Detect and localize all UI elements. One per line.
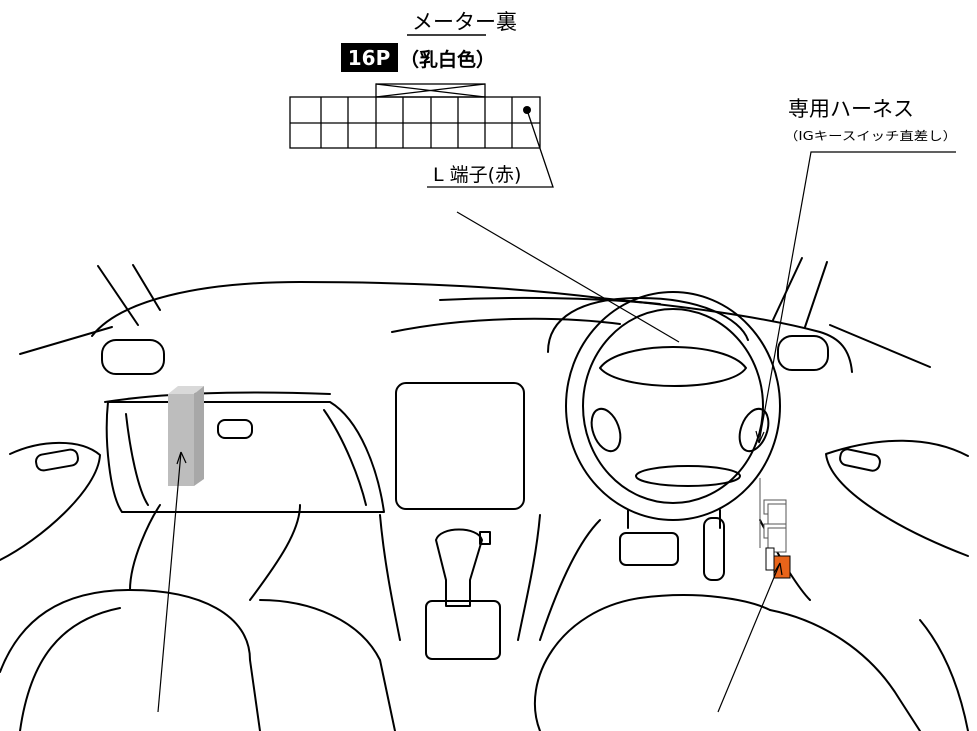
harness-note: （IGキースイッチ直差し）	[784, 129, 957, 143]
junction-connectors	[759, 478, 787, 553]
control-unit	[157, 386, 204, 713]
steering-hub	[599, 346, 747, 387]
meter-back-title: メーター裏	[412, 10, 517, 34]
right-spoke-button	[738, 407, 770, 453]
meter-back-section: メーター裏 16P （乳白色） L 端子(赤)	[289, 10, 680, 343]
harness-leader	[758, 151, 956, 444]
connector-tag-background	[341, 43, 398, 72]
meter-pointer-line	[456, 211, 680, 343]
left-seat-edge	[259, 599, 396, 731]
glovebox-handle	[217, 419, 253, 439]
right-window-line	[829, 324, 931, 368]
steering-wheel-outer	[565, 291, 781, 521]
right-door-handle	[839, 448, 881, 472]
harness-section: 専用ハーネス （IGキースイッチ直差し）	[755, 97, 957, 444]
left-seat	[0, 589, 261, 731]
shift-gate	[425, 600, 501, 660]
right-seat-outer	[919, 619, 969, 731]
left-spoke-button	[590, 407, 622, 453]
center-console-right	[517, 514, 541, 641]
right-door	[825, 439, 969, 557]
left-window-line	[19, 326, 113, 355]
glovebox-inner	[125, 409, 367, 506]
glovebox	[105, 401, 385, 513]
left-seat-back	[129, 504, 301, 601]
connector-color-label: （乳白色）	[400, 48, 495, 71]
steering-horn-pad	[635, 465, 741, 487]
left-a-pillar	[97, 264, 161, 326]
connector-tag: 16P	[348, 46, 391, 70]
target-connector	[717, 547, 791, 713]
dashboard-line-2	[104, 317, 621, 403]
left-door	[0, 441, 101, 561]
center-console-left	[379, 514, 401, 641]
brake-pedal	[619, 532, 679, 566]
left-door-handle	[35, 448, 79, 472]
left-vent	[101, 339, 165, 375]
right-seat	[534, 594, 771, 731]
harness-title: 専用ハーネス	[788, 97, 914, 121]
steering-wheel-inner	[582, 308, 764, 504]
dashboard-top	[91, 281, 853, 373]
car-interior	[0, 257, 969, 731]
shift-button	[479, 531, 491, 545]
right-seat-back	[769, 609, 921, 731]
dashboard-line-3	[439, 296, 661, 305]
terminal-l-leader	[427, 109, 554, 188]
instrument-hood	[547, 297, 749, 353]
shift-lever	[435, 528, 483, 607]
terminal-l-label: L 端子(赤)	[433, 164, 521, 186]
accelerator-pedal	[703, 517, 725, 581]
left-seat-inner	[19, 607, 121, 731]
right-vent	[777, 335, 829, 371]
connector-grid	[289, 83, 541, 149]
right-a-pillar	[772, 257, 828, 328]
center-stack	[395, 382, 525, 510]
